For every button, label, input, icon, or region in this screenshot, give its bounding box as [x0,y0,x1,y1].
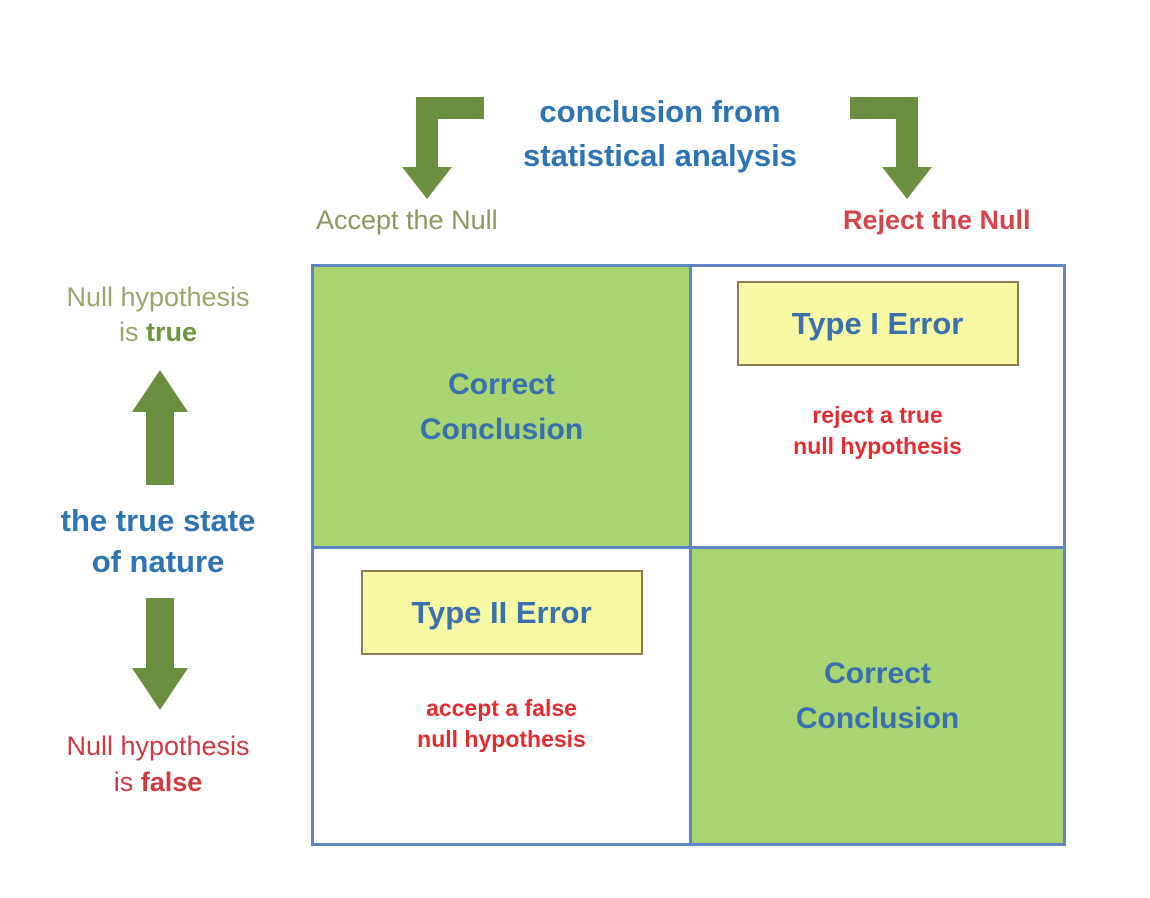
row-label-null-false-line1: Null hypothesis [66,731,250,761]
type2-error-label: Type II Error [411,594,592,630]
correct-label-line2: Conclusion [795,702,960,735]
cell-reject-false-correct-conclusion: Correct Conclusion [692,549,1063,843]
row-label-null-true-emph: true [145,317,197,347]
column-header-reject-null: Reject the Null [843,205,1031,235]
correct-label-line1: Correct [824,657,931,690]
type2-desc-line2: null hypothesis [417,726,586,752]
left-axis-title: the true state of nature [18,500,298,582]
row-label-null-false-prefix: is [113,767,141,797]
row-label-null-true: Null hypothesis is true [28,280,288,350]
block-arrow-down-icon [132,598,188,710]
type1-desc-line2: null hypothesis [793,433,962,459]
decision-matrix: Correct Conclusion Type I Error reject a… [311,264,1066,846]
type1-error-box: Type I Error [736,281,1019,366]
diagram-title-line2: statistical analysis [523,138,797,173]
type1-error-description: reject a true null hypothesis [793,400,962,462]
left-axis-title-line1: the true state [60,503,256,538]
diagram-title: conclusion from statistical analysis [455,90,865,178]
correct-label-line2: Conclusion [419,412,584,446]
row-label-null-true-prefix: is [118,317,146,347]
elbow-arrow-down-right-icon [850,97,932,199]
cell-accept-true-correct-conclusion: Correct Conclusion [314,267,692,549]
block-arrow-up-icon [132,370,188,485]
correct-conclusion-label: Correct Conclusion [796,651,959,741]
type1-error-label: Type I Error [791,305,964,341]
left-axis-title-line2: of nature [91,544,225,579]
cell-accept-false-type2-error: Type II Error accept a false null hypoth… [314,549,692,843]
elbow-arrow-down-left-icon [402,97,484,199]
row-label-null-true-line1: Null hypothesis [66,282,250,312]
type2-error-box: Type II Error [360,570,643,655]
row-label-null-false-emph: false [140,767,203,797]
cell-reject-true-type1-error: Type I Error reject a true null hypothes… [692,267,1063,549]
correct-conclusion-label: Correct Conclusion [420,362,583,452]
type1-desc-line1: reject a true [812,402,943,428]
row-label-null-false: Null hypothesis is false [28,728,288,800]
diagram-title-line1: conclusion from [539,94,781,129]
correct-label-line1: Correct [448,367,555,401]
type2-desc-line1: accept a false [426,695,577,721]
column-header-accept-null: Accept the Null [316,205,498,235]
type2-error-description: accept a false null hypothesis [417,693,586,755]
